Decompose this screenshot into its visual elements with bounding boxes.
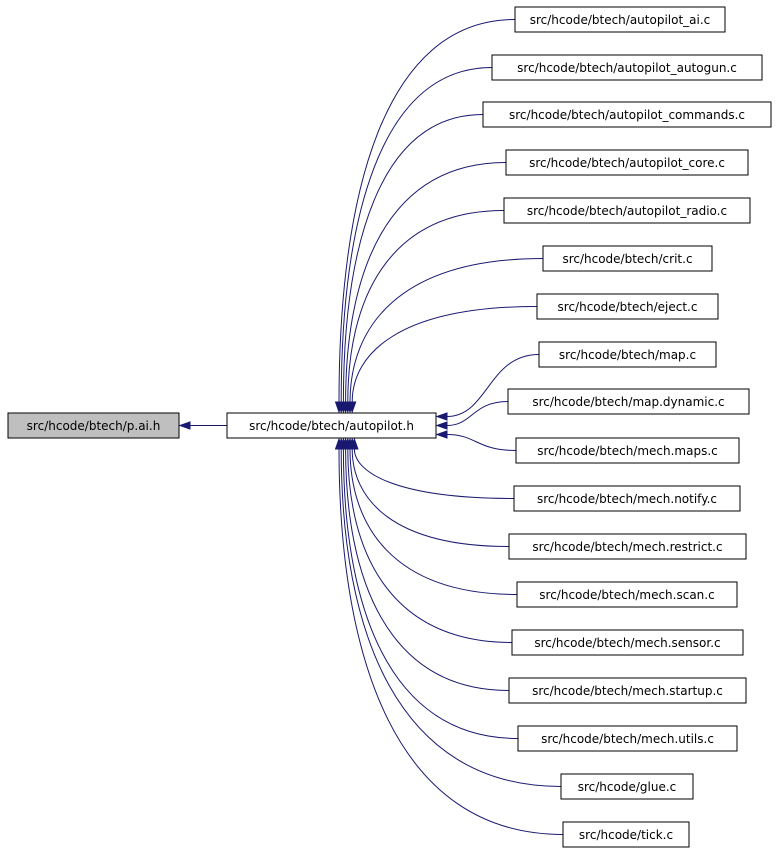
- node-label-btech-mech-sensor-c: src/hcode/btech/mech.sensor.c: [534, 636, 720, 650]
- node-btech-crit-c[interactable]: src/hcode/btech/crit.c: [542, 245, 713, 272]
- node-label-btech-autopilot-autogun-c: src/hcode/btech/autopilot_autogun.c: [517, 61, 737, 75]
- node-btech-mech-maps-c[interactable]: src/hcode/btech/mech.maps.c: [515, 437, 740, 464]
- node-label-btech-mech-restrict-c: src/hcode/btech/mech.restrict.c: [532, 540, 722, 554]
- edge-btech-autopilot-radio-c-to-autopilot-h: [343, 210, 505, 414]
- node-label-btech-mech-startup-c: src/hcode/btech/mech.startup.c: [532, 684, 723, 698]
- node-glue-c[interactable]: src/hcode/glue.c: [560, 773, 694, 800]
- node-btech-autopilot-commands-c[interactable]: src/hcode/btech/autopilot_commands.c: [482, 101, 772, 128]
- node-label-btech-autopilot-core-c: src/hcode/btech/autopilot_core.c: [529, 156, 725, 170]
- edge-btech-mech-startup-c-to-autopilot-h: [341, 437, 510, 691]
- node-label-btech-autopilot-commands-c: src/hcode/btech/autopilot_commands.c: [509, 108, 745, 122]
- includer-nodes: src/hcode/btech/autopilot_ai.c src/hcode/…: [482, 6, 772, 848]
- node-btech-mech-restrict-c[interactable]: src/hcode/btech/mech.restrict.c: [508, 533, 747, 560]
- node-btech-mech-sensor-c[interactable]: src/hcode/btech/mech.sensor.c: [511, 629, 744, 656]
- node-btech-autopilot-radio-c[interactable]: src/hcode/btech/autopilot_radio.c: [503, 197, 751, 224]
- node-btech-autopilot-core-c[interactable]: src/hcode/btech/autopilot_core.c: [505, 149, 749, 176]
- node-label-btech-map-c: src/hcode/btech/map.c: [559, 348, 696, 362]
- node-label-btech-autopilot-ai-c: src/hcode/btech/autopilot_ai.c: [530, 13, 711, 27]
- edges: [178, 19, 564, 835]
- edge-btech-mech-notify-c-to-autopilot-h: [350, 437, 515, 499]
- edge-btech-map-dynamic-c-to-autopilot-h: [435, 401, 509, 430]
- node-label-btech-map-dynamic-c: src/hcode/btech/map.dynamic.c: [532, 395, 724, 409]
- edge-btech-mech-maps-c-to-autopilot-h: [435, 430, 517, 451]
- node-label-btech-mech-notify-c: src/hcode/btech/mech.notify.c: [537, 492, 717, 506]
- node-btech-mech-utils-c[interactable]: src/hcode/btech/mech.utils.c: [517, 725, 738, 752]
- node-btech-autopilot-autogun-c[interactable]: src/hcode/btech/autopilot_autogun.c: [491, 54, 763, 81]
- node-label-glue-c: src/hcode/glue.c: [578, 780, 677, 794]
- edge-btech-autopilot-core-c-to-autopilot-h: [341, 162, 507, 414]
- edge-btech-mech-sensor-c-to-autopilot-h: [343, 437, 513, 643]
- node-label-autopilot-h: src/hcode/btech/autopilot.h: [249, 419, 414, 433]
- node-autopilot-h[interactable]: src/hcode/btech/autopilot.h: [226, 412, 437, 439]
- node-label-btech-mech-utils-c: src/hcode/btech/mech.utils.c: [541, 732, 714, 746]
- node-label-p-ai-h: src/hcode/btech/p.ai.h: [27, 419, 161, 433]
- node-label-btech-autopilot-radio-c: src/hcode/btech/autopilot_radio.c: [527, 204, 727, 218]
- node-label-btech-crit-c: src/hcode/btech/crit.c: [562, 252, 692, 266]
- node-btech-mech-scan-c[interactable]: src/hcode/btech/mech.scan.c: [516, 581, 738, 608]
- edge-btech-mech-utils-c-to-autopilot-h: [339, 437, 519, 739]
- node-btech-eject-c[interactable]: src/hcode/btech/eject.c: [536, 293, 719, 320]
- edge-tick-c-to-autopilot-h: [334, 437, 564, 835]
- edge-btech-eject-c-to-autopilot-h: [347, 306, 538, 414]
- node-p-ai-h[interactable]: src/hcode/btech/p.ai.h: [7, 412, 180, 439]
- node-btech-autopilot-ai-c[interactable]: src/hcode/btech/autopilot_ai.c: [514, 6, 726, 33]
- edge-btech-autopilot-ai-c-to-autopilot-h: [334, 19, 516, 414]
- node-btech-mech-notify-c[interactable]: src/hcode/btech/mech.notify.c: [513, 485, 741, 512]
- node-label-btech-mech-maps-c: src/hcode/btech/mech.maps.c: [537, 444, 718, 458]
- edge-autopilot-h-to-p-ai-h: [178, 421, 227, 430]
- node-btech-map-c[interactable]: src/hcode/btech/map.c: [538, 341, 717, 368]
- edge-btech-map-c-to-autopilot-h: [435, 354, 540, 421]
- edge-btech-mech-scan-c-to-autopilot-h: [345, 437, 518, 595]
- node-label-btech-mech-scan-c: src/hcode/btech/mech.scan.c: [539, 588, 714, 602]
- node-label-tick-c: src/hcode/tick.c: [579, 828, 673, 842]
- node-btech-mech-startup-c[interactable]: src/hcode/btech/mech.startup.c: [508, 677, 747, 704]
- node-tick-c[interactable]: src/hcode/tick.c: [562, 821, 690, 848]
- node-btech-map-dynamic-c[interactable]: src/hcode/btech/map.dynamic.c: [507, 388, 750, 415]
- node-label-btech-eject-c: src/hcode/btech/eject.c: [558, 300, 698, 314]
